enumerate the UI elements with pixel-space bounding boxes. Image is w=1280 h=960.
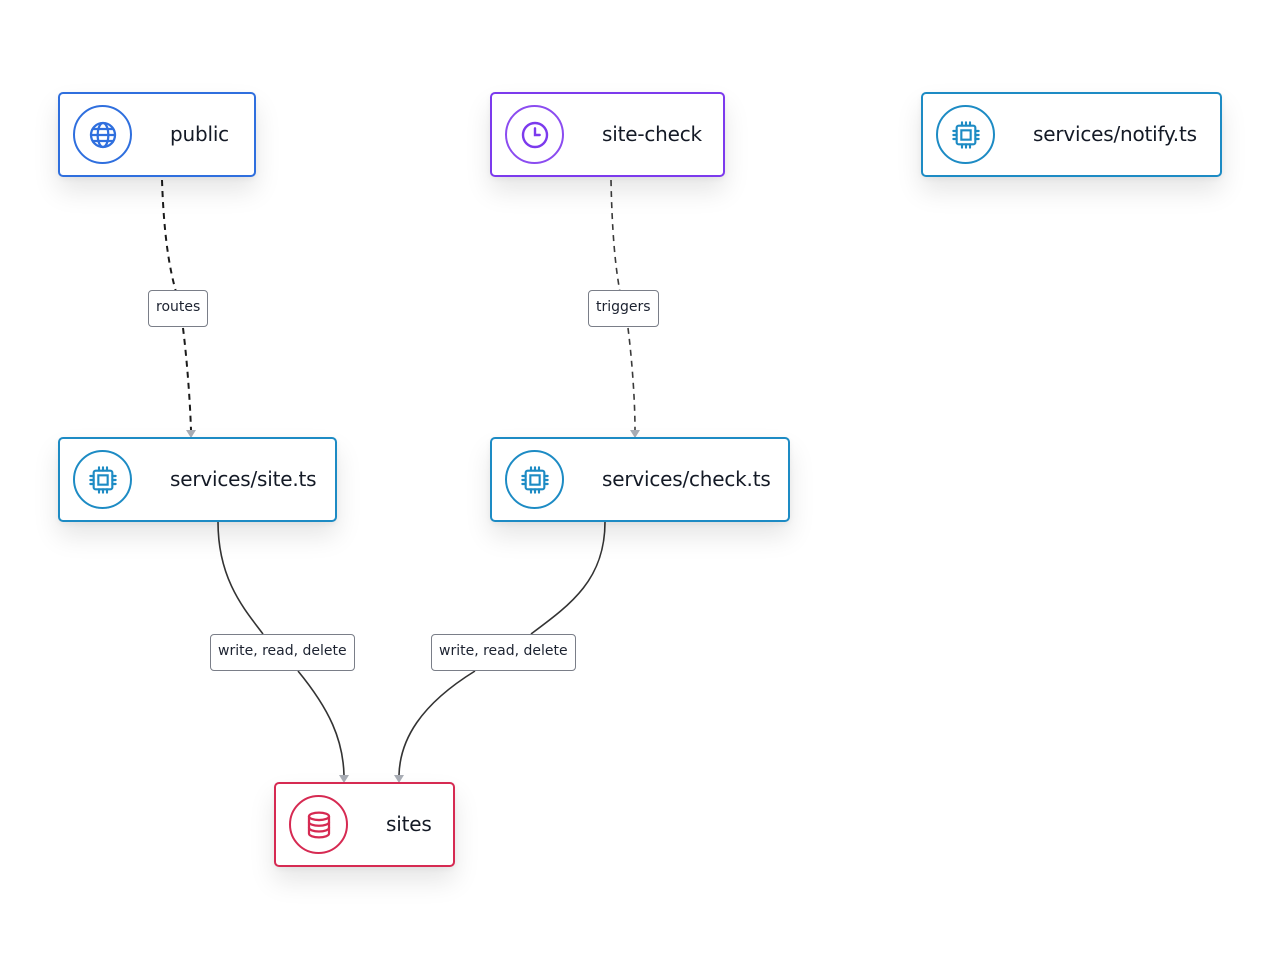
node-label: services/check.ts — [602, 467, 771, 491]
edge-label-site-write-read-delete: write, read, delete — [210, 634, 355, 671]
node-site-check[interactable]: site-check — [490, 92, 725, 177]
node-label: services/site.ts — [170, 467, 317, 491]
chip-icon — [73, 450, 132, 509]
edge-routes-arrowhead — [186, 430, 196, 438]
chip-icon — [505, 450, 564, 509]
edge-site-write-read-delete-lower — [297, 670, 345, 776]
edge-check-write-read-delete — [530, 521, 606, 635]
node-sites-database[interactable]: sites — [274, 782, 455, 867]
node-services-check[interactable]: services/check.ts — [490, 437, 790, 522]
node-label: sites — [386, 812, 432, 836]
edge-routes-lower — [182, 327, 192, 431]
globe-icon — [73, 105, 132, 164]
edge-triggers-lower — [627, 327, 636, 431]
node-label: public — [170, 122, 229, 146]
edge-label-triggers: triggers — [588, 290, 659, 327]
edge-label-check-write-read-delete: write, read, delete — [431, 634, 576, 671]
node-label: site-check — [602, 122, 702, 146]
edge-routes — [161, 179, 177, 293]
edge-triggers — [610, 179, 621, 293]
edge-check-arrowhead — [394, 775, 404, 783]
chip-icon — [936, 105, 995, 164]
database-icon — [289, 795, 348, 854]
edge-check-write-read-delete-lower — [398, 670, 476, 776]
node-services-site[interactable]: services/site.ts — [58, 437, 337, 522]
edge-site-arrowhead — [339, 775, 349, 783]
edge-site-write-read-delete — [217, 521, 264, 635]
clock-icon — [505, 105, 564, 164]
node-label: services/notify.ts — [1033, 122, 1197, 146]
node-services-notify[interactable]: services/notify.ts — [921, 92, 1222, 177]
edge-triggers-arrowhead — [630, 430, 640, 438]
node-public[interactable]: public — [58, 92, 256, 177]
edge-label-routes: routes — [148, 290, 209, 327]
